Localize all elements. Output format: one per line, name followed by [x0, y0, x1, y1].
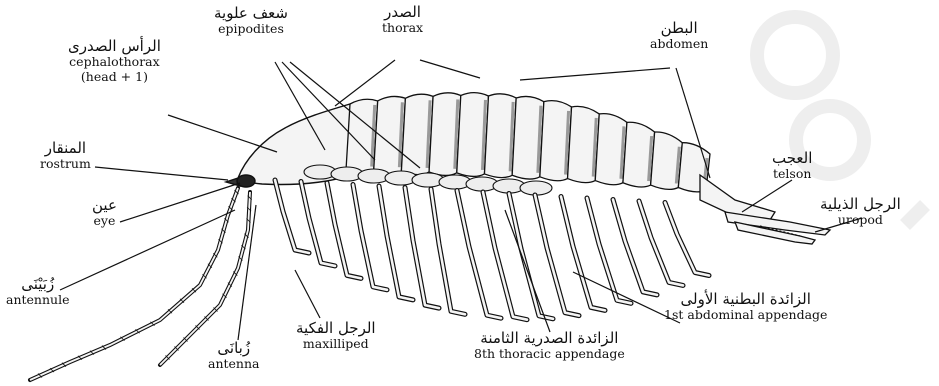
- label-cephalothorax-en2: (head + 1): [68, 70, 161, 84]
- label-thorax-en: thorax: [382, 21, 423, 35]
- leader-cephalothorax: [168, 115, 277, 152]
- label-eye-en: eye: [92, 214, 117, 228]
- label-antenna-ar: زُبانَى: [208, 340, 259, 357]
- label-telson-en: telson: [772, 167, 812, 181]
- label-antennule: زُبَيْنَى antennule: [6, 276, 69, 308]
- label-eye: عين eye: [92, 197, 117, 229]
- label-thoracic8: الزائدة الصدرية الثامنة 8th thoracic app…: [474, 330, 625, 362]
- label-thorax: الصدر thorax: [382, 4, 423, 36]
- label-uropod-en: uropod: [820, 213, 901, 227]
- label-antennule-ar: زُبَيْنَى: [6, 276, 69, 293]
- label-antenna-en: antenna: [208, 357, 259, 371]
- label-thoracic8-ar: الزائدة الصدرية الثامنة: [474, 330, 625, 347]
- label-cephalothorax-ar: الرأس الصدرى: [68, 38, 161, 55]
- label-epipodites-en: epipodites: [214, 22, 288, 36]
- leader-telson: [742, 180, 792, 212]
- label-rostrum-ar: المنقار: [40, 140, 91, 157]
- eye-shape: [237, 175, 255, 187]
- label-maxilliped-en: maxilliped: [296, 337, 376, 351]
- label-abdomen-en: abdomen: [650, 37, 708, 51]
- label-telson: العجب telson: [772, 150, 812, 182]
- label-uropod-ar: الرجل الذيلية: [820, 196, 901, 213]
- label-abdominal1-en: 1st abdominal appendage: [664, 308, 827, 322]
- label-maxilliped: الرجل الفكية maxilliped: [296, 320, 376, 352]
- tail: [700, 175, 830, 244]
- label-rostrum-en: rostrum: [40, 157, 91, 171]
- label-maxilliped-ar: الرجل الفكية: [296, 320, 376, 337]
- label-cephalothorax: الرأس الصدرى cephalothorax (head + 1): [68, 38, 161, 84]
- leg: [639, 201, 683, 285]
- leader-maxilliped: [295, 270, 320, 318]
- label-epipodites-ar: شعف علوية: [214, 5, 288, 22]
- leader-antennule: [60, 210, 235, 290]
- label-uropod: الرجل الذيلية uropod: [820, 196, 901, 228]
- leg: [665, 203, 709, 276]
- leg: [509, 194, 553, 319]
- label-abdomen: البطن abdomen: [650, 20, 708, 52]
- label-telson-ar: العجب: [772, 150, 812, 167]
- leader-abdomen-1: [520, 68, 670, 80]
- leader-thorax-2: [420, 60, 480, 78]
- label-antennule-en: antennule: [6, 293, 69, 307]
- leg: [561, 197, 605, 311]
- label-eye-ar: عين: [92, 197, 117, 214]
- watermark: [757, 17, 925, 225]
- label-cephalothorax-en: cephalothorax: [68, 55, 161, 69]
- label-thorax-ar: الصدر: [382, 4, 423, 21]
- label-abdominal1: الزائدة البطنية الأولى 1st abdominal app…: [664, 291, 827, 323]
- leg: [613, 200, 657, 295]
- label-antenna: زُبانَى antenna: [208, 340, 259, 372]
- leg: [587, 198, 631, 303]
- legs: [275, 180, 709, 320]
- leg: [535, 195, 579, 316]
- label-epipodites: شعف علوية epipodites: [214, 5, 288, 37]
- label-rostrum: المنقار rostrum: [40, 140, 91, 172]
- label-abdomen-ar: البطن: [650, 20, 708, 37]
- label-abdominal1-ar: الزائدة البطنية الأولى: [664, 291, 827, 308]
- leader-rostrum: [95, 167, 228, 180]
- label-thoracic8-en: 8th thoracic appendage: [474, 347, 625, 361]
